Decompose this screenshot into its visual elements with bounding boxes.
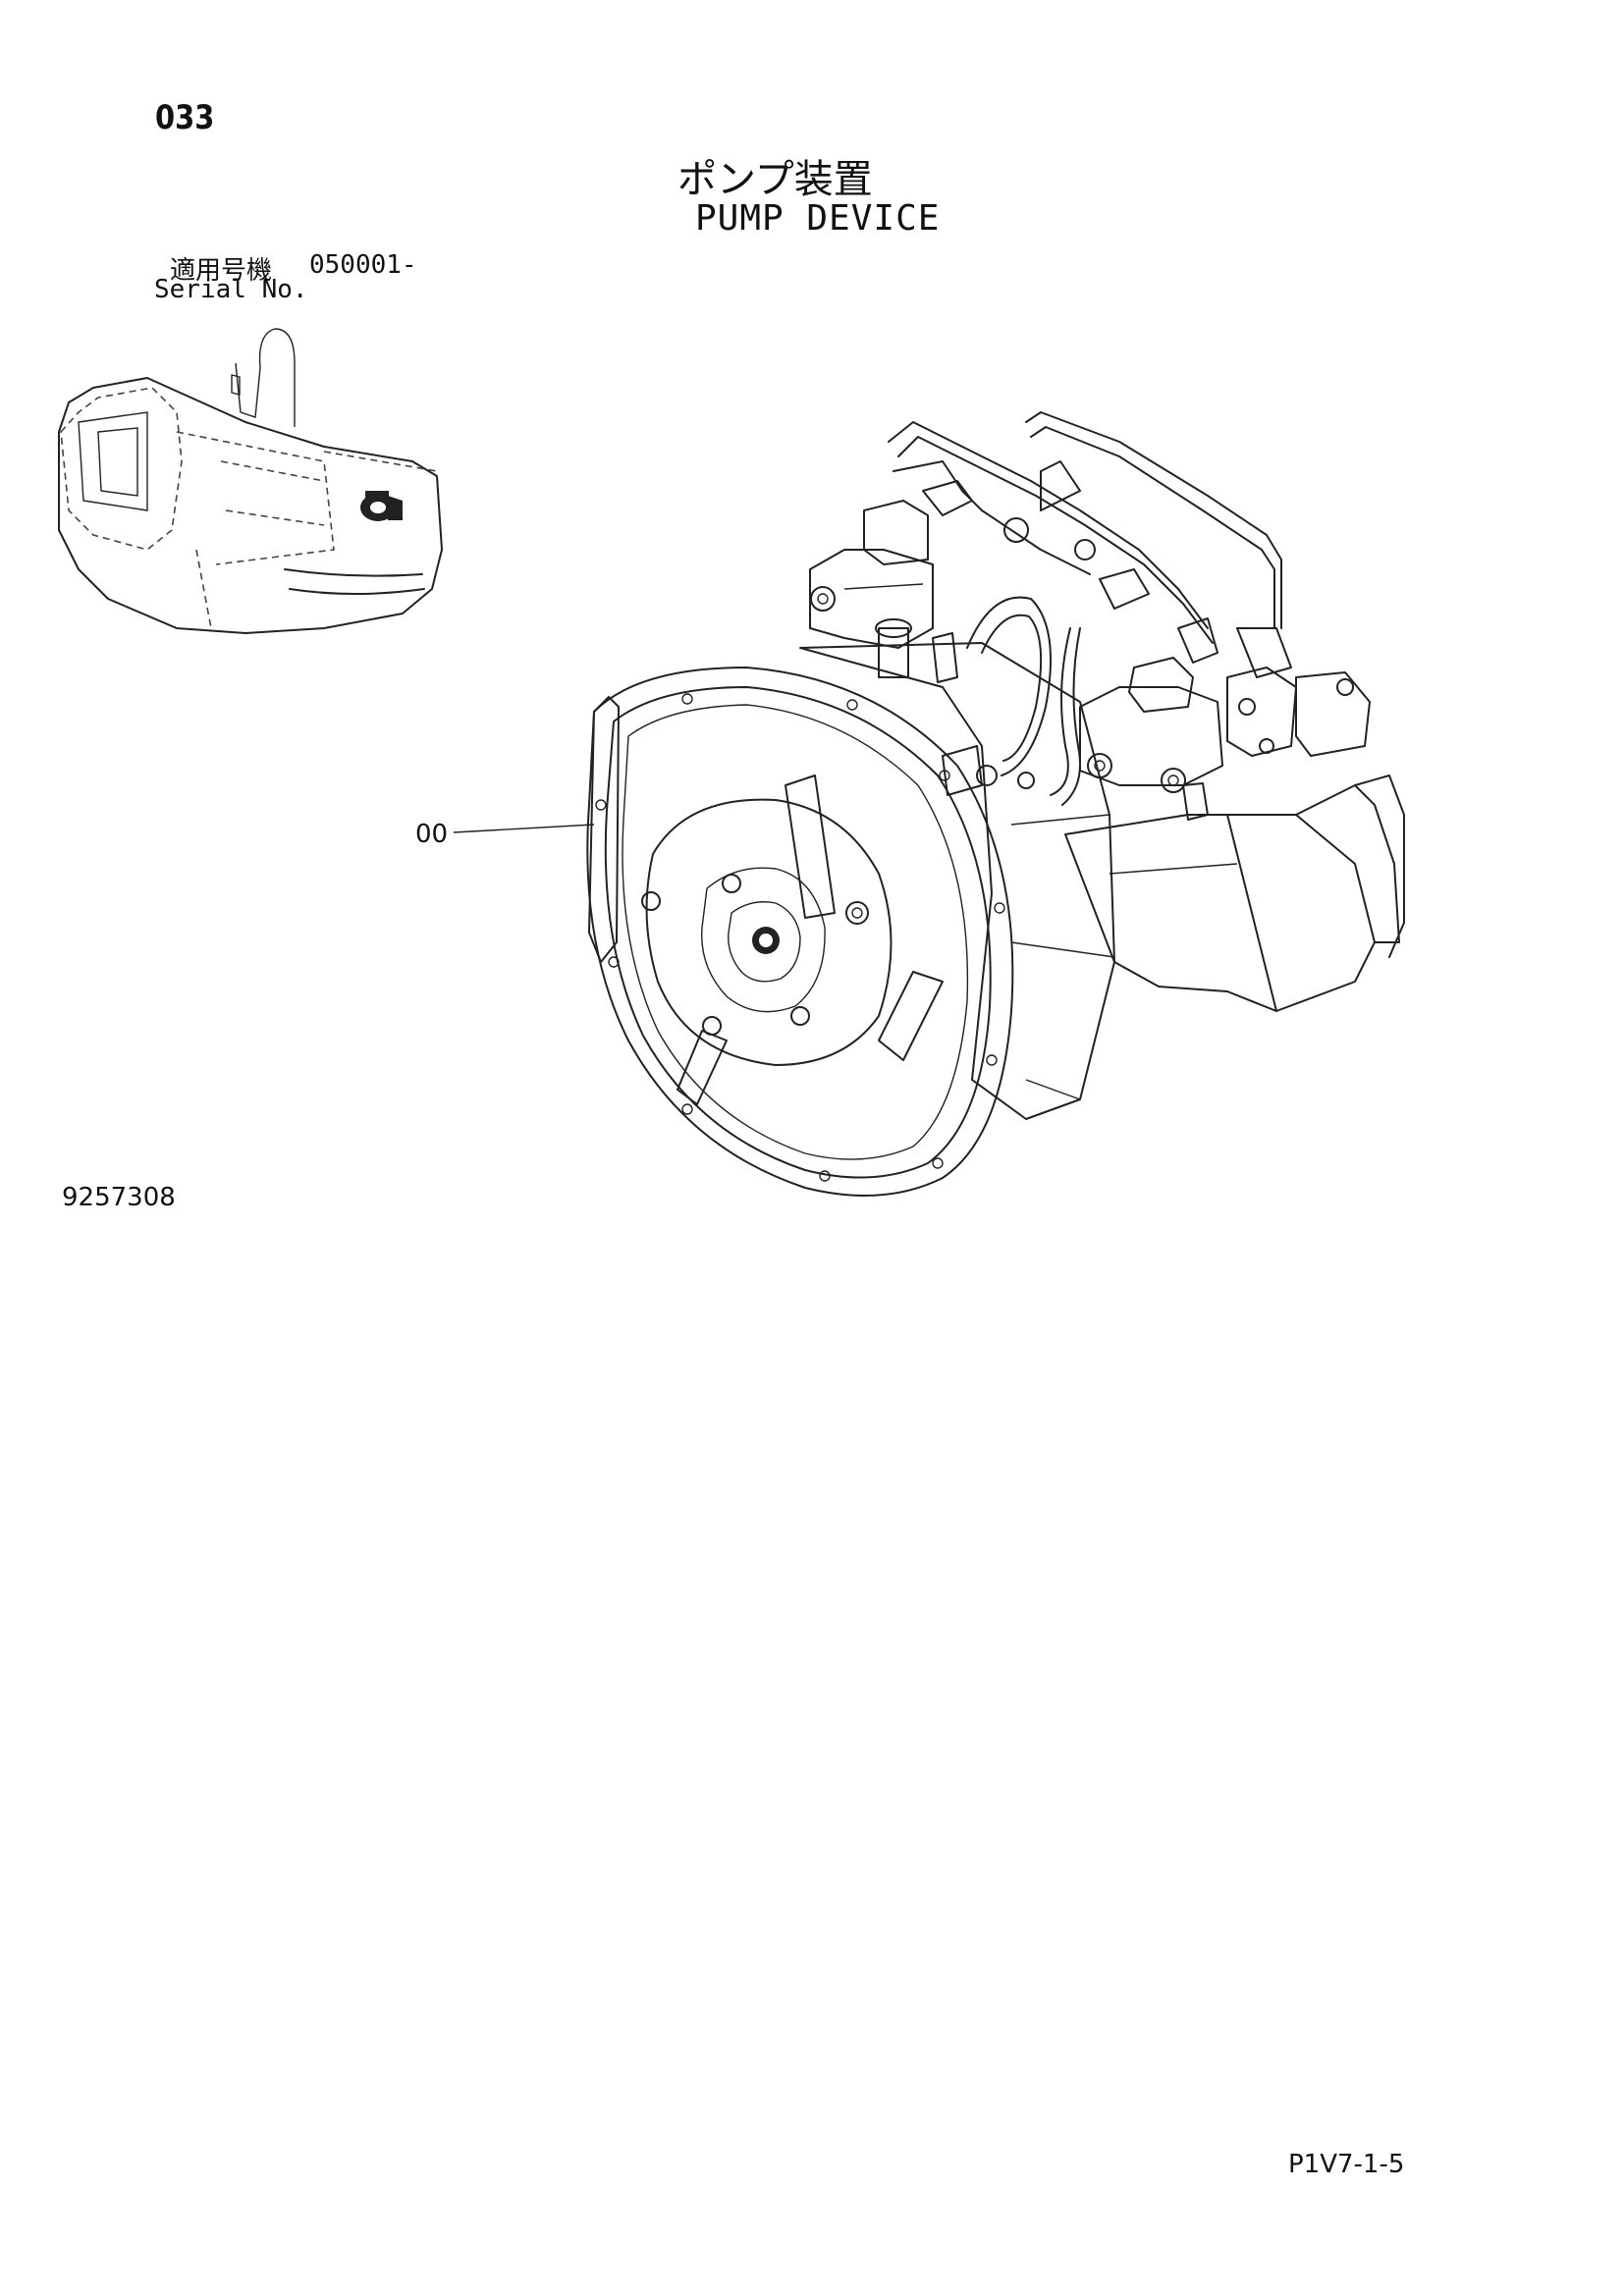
page-reference: P1V7-1-5 (1288, 2150, 1405, 2179)
serial-label-japanese: 適用号機 (170, 256, 273, 286)
page-number: 033 (155, 98, 215, 137)
drawing-number: 9257308 (62, 1183, 176, 1212)
serial-value: 050001- (309, 250, 417, 280)
serial-label-english: Serial No. (154, 275, 308, 304)
callout-label: 00 (415, 820, 449, 849)
title-english: PUMP DEVICE (695, 198, 941, 239)
title-japanese: ポンプ装置 (677, 157, 873, 202)
